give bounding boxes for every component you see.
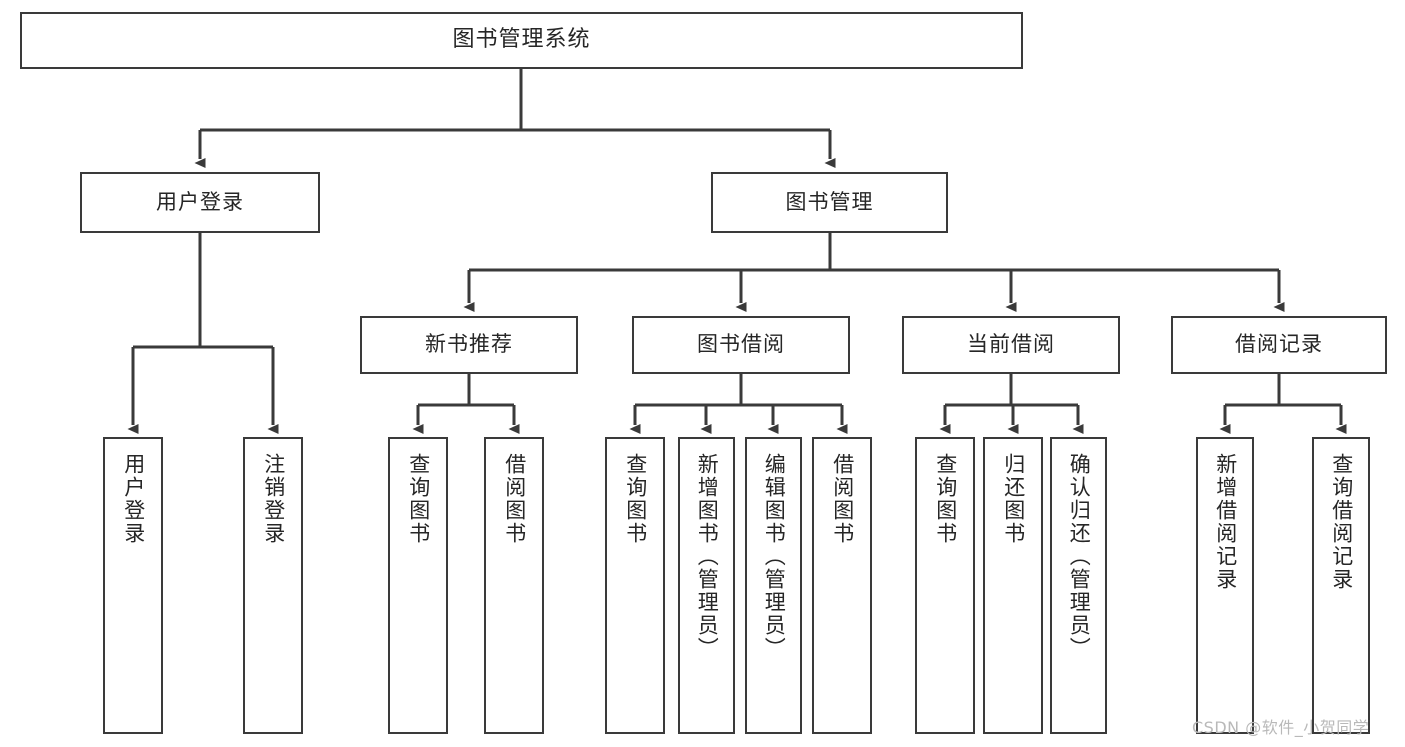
node-borrow-record[interactable]: 借阅记录: [1171, 316, 1387, 374]
node-leaf-add-borrow-record[interactable]: 新增借阅记录: [1196, 437, 1254, 734]
node-leaf-query-borrow-record[interactable]: 查询借阅记录: [1312, 437, 1370, 734]
node-leaf-edit-book-admin-label: 编辑图书（管理员）: [762, 453, 787, 660]
node-root[interactable]: 图书管理系统: [20, 12, 1023, 69]
node-leaf-edit-book-admin[interactable]: 编辑图书（管理员）: [745, 437, 802, 734]
node-current-borrow[interactable]: 当前借阅: [902, 316, 1120, 374]
node-leaf-borrow-book-1-label: 借阅图书: [502, 453, 527, 545]
node-leaf-add-book-admin[interactable]: 新增图书（管理员）: [678, 437, 735, 734]
node-leaf-logout-login[interactable]: 注销登录: [243, 437, 303, 734]
node-leaf-borrow-book-2[interactable]: 借阅图书: [812, 437, 872, 734]
node-leaf-confirm-return-admin-label: 确认归还（管理员）: [1067, 453, 1092, 660]
node-user-login[interactable]: 用户登录: [80, 172, 320, 233]
node-leaf-user-login[interactable]: 用户登录: [103, 437, 163, 734]
node-leaf-query-book-1-label: 查询图书: [406, 453, 431, 545]
node-new-book-recommend[interactable]: 新书推荐: [360, 316, 578, 374]
node-borrow-record-label: 借阅记录: [1235, 332, 1323, 357]
node-book-manage-label: 图书管理: [785, 189, 874, 214]
node-new-book-recommend-label: 新书推荐: [425, 332, 513, 357]
node-book-borrow-label: 图书借阅: [697, 332, 785, 357]
node-leaf-query-book-3-label: 查询图书: [933, 453, 958, 545]
node-leaf-query-borrow-record-label: 查询借阅记录: [1329, 453, 1354, 591]
node-leaf-user-login-label: 用户登录: [121, 453, 146, 545]
node-leaf-add-borrow-record-label: 新增借阅记录: [1213, 453, 1238, 591]
node-root-label: 图书管理系统: [452, 27, 591, 53]
node-leaf-borrow-book-1[interactable]: 借阅图书: [484, 437, 544, 734]
node-user-login-label: 用户登录: [156, 189, 244, 214]
node-leaf-query-book-2-label: 查询图书: [623, 453, 648, 545]
node-leaf-confirm-return-admin[interactable]: 确认归还（管理员）: [1050, 437, 1107, 734]
node-leaf-add-book-admin-label: 新增图书（管理员）: [695, 453, 720, 660]
node-leaf-query-book-2[interactable]: 查询图书: [605, 437, 665, 734]
node-leaf-return-book-label: 归还图书: [1001, 453, 1026, 545]
node-leaf-query-book-1[interactable]: 查询图书: [388, 437, 448, 734]
node-leaf-query-book-3[interactable]: 查询图书: [915, 437, 975, 734]
node-leaf-borrow-book-2-label: 借阅图书: [830, 453, 855, 545]
node-book-manage[interactable]: 图书管理: [711, 172, 948, 233]
node-current-borrow-label: 当前借阅: [967, 332, 1055, 357]
node-book-borrow[interactable]: 图书借阅: [632, 316, 850, 374]
node-leaf-logout-login-label: 注销登录: [261, 453, 286, 545]
node-leaf-return-book[interactable]: 归还图书: [983, 437, 1043, 734]
